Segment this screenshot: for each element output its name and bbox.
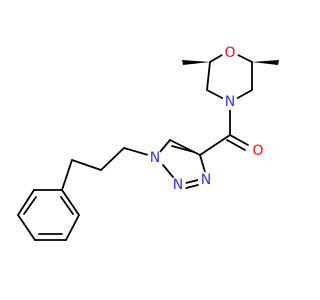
bond-c3-c1 xyxy=(206,61,211,91)
atom-label-triazole-n3: N xyxy=(201,172,211,188)
bond-o-c5 xyxy=(237,54,253,63)
atom-label-triazole-n1: N xyxy=(150,150,160,166)
bond-ph5-ph6-inner xyxy=(23,196,37,215)
bond-c4-c5 xyxy=(169,139,201,156)
molecule-canvas: O N O N N N xyxy=(17,45,279,241)
atom-label-morpholine-nitrogen: N xyxy=(225,94,235,110)
atom-morpholine-nitrogen: N xyxy=(222,94,238,110)
bond-n3-c4 xyxy=(199,154,206,173)
atom-triazole-n3: N xyxy=(198,172,214,188)
bond-n2-n3-a xyxy=(185,179,199,184)
methyl-wedge-left xyxy=(182,60,210,65)
bond-ch2c-phenyl xyxy=(61,159,73,191)
atom-label-morpholine-oxygen: O xyxy=(224,45,235,61)
bond-n1-n2 xyxy=(162,164,174,178)
atom-triazole-n1: N xyxy=(147,150,163,166)
bond-ch2b-ch2c xyxy=(71,159,102,171)
bond-n-c3 xyxy=(206,89,225,100)
bond-n1-ch2a xyxy=(123,147,149,156)
bond-c1-o xyxy=(209,54,223,63)
bond-carbonyl-c4 xyxy=(199,134,231,156)
bond-c6-n xyxy=(235,89,253,100)
bond-ph5-ph6 xyxy=(17,189,35,216)
bond-n2-n3-b xyxy=(185,184,199,189)
atom-label-triazole-n2: N xyxy=(173,177,183,193)
atom-carbonyl-oxygen: O xyxy=(250,143,266,159)
bond-ch2a-ch2b xyxy=(100,147,125,171)
bond-ph1-ph2-inner xyxy=(60,196,74,215)
atom-morpholine-oxygen: O xyxy=(222,45,238,61)
chemical-structure-drawing: O N O N N N xyxy=(17,45,279,241)
bond-ph1-ph2 xyxy=(61,189,80,216)
methyl-wedge-right xyxy=(252,60,279,65)
atom-triazole-n2: N xyxy=(170,177,186,193)
bond-c4-c5-inner xyxy=(171,145,195,153)
bond-ph2-ph3 xyxy=(65,214,80,241)
bond-carbonyl-o-b xyxy=(226,139,246,151)
atom-label-carbonyl-oxygen: O xyxy=(252,143,263,159)
bond-carbonyl-o-a xyxy=(229,134,249,146)
bond-c5-n1 xyxy=(159,139,171,153)
bond-ph4-ph5 xyxy=(17,214,36,241)
